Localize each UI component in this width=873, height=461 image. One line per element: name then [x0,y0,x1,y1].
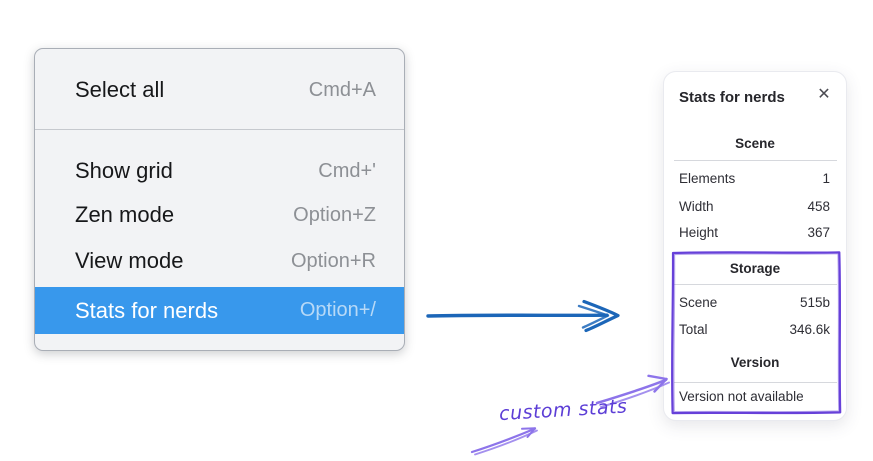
menu-item-show-grid[interactable]: Show grid Cmd+' [35,149,404,193]
stat-value: 515b [799,295,830,310]
menu-item-shortcut: Cmd+A [308,78,376,101]
stat-row-elements: Elements 1 [679,169,830,189]
menu-item-label: View mode [75,248,184,273]
section-header-version: Version [730,355,780,370]
annotation-label: custom stats [498,395,628,426]
stat-label: Scene [679,295,718,310]
menu-item-shortcut: Option+Z [293,203,376,226]
flow-arrow [426,299,620,333]
section-divider [674,284,837,285]
menu-item-view-mode[interactable]: View mode Option+R [35,239,404,283]
stat-row-total-storage: Total 346.6k [679,320,830,340]
menu-item-shortcut: Option+/ [299,299,376,321]
menu-item-label: Zen mode [75,202,175,227]
section-header-storage: Storage [729,261,781,276]
menu-item-shortcut: Option+R [290,249,376,272]
stat-label: Elements [679,171,736,186]
menu-item-select-all[interactable]: Select all Cmd+A [35,68,404,112]
stats-panel: Stats for nerds ✕ Scene Elements 1 Width… [663,71,847,421]
menu-item-label: Show grid [75,158,173,183]
annotation-arrow-small [470,427,538,456]
stat-row-height: Height 367 [679,223,830,243]
version-note: Version not available [679,389,804,404]
stat-label: Width [679,199,714,214]
stats-panel-title: Stats for nerds [679,89,785,106]
stat-row-scene-storage: Scene 515b [679,293,830,313]
stat-row-width: Width 458 [679,197,830,217]
stat-value: 346.6k [789,322,830,337]
menu-divider [35,129,404,130]
section-divider [674,382,837,383]
context-menu: Select all Cmd+A Show grid Cmd+' Zen mod… [34,48,405,351]
section-header-scene: Scene [735,136,775,151]
close-icon[interactable]: ✕ [817,86,831,103]
stat-value: 367 [807,225,830,240]
stat-value: 1 [822,171,830,186]
stat-value: 458 [807,199,830,214]
menu-item-zen-mode[interactable]: Zen mode Option+Z [35,193,404,237]
menu-item-label: Select all [75,77,165,102]
menu-item-shortcut: Cmd+' [318,159,376,182]
stat-label: Height [679,225,719,240]
menu-item-stats-for-nerds[interactable]: Stats for nerds Option+/ [35,287,404,334]
section-divider [674,160,837,161]
menu-item-label: Stats for nerds [75,297,219,323]
stat-label: Total [679,322,708,337]
